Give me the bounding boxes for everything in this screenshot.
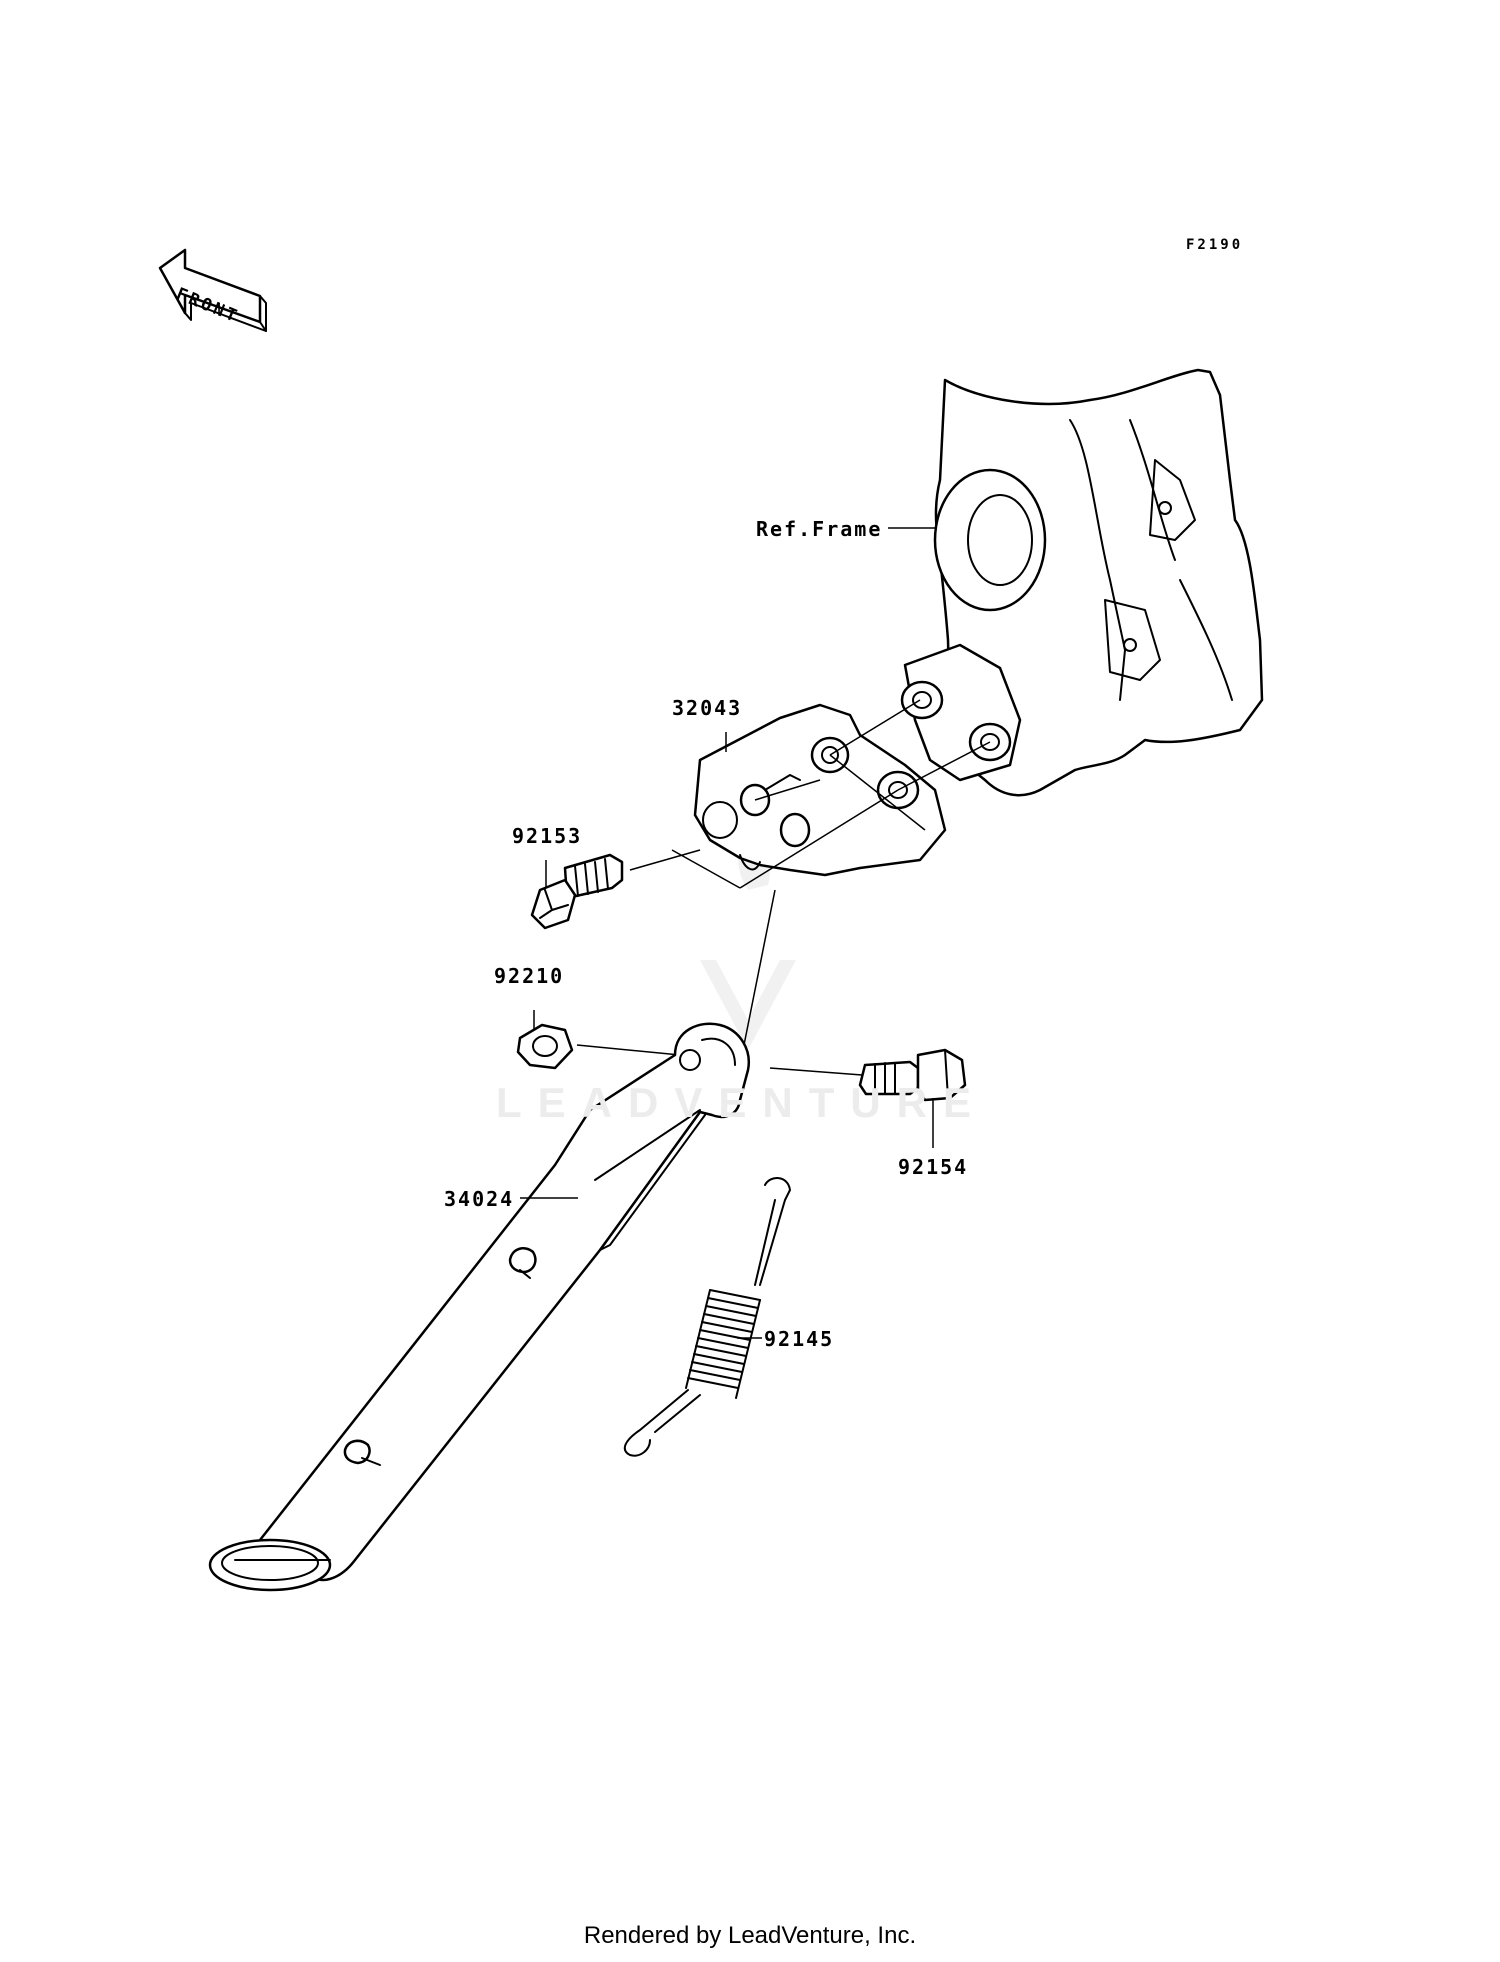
frame-outline [900,368,1264,797]
front-arrow [158,248,267,332]
label-leaders [520,527,935,1339]
bolt-92154 [858,1048,967,1102]
label-32043: 32043 [672,696,743,720]
label-ref-frame: Ref.Frame [756,517,883,541]
nut-92210 [516,1023,574,1070]
label-92145: 92145 [764,1327,835,1351]
watermark-text: LEADVENTURE [496,1079,988,1126]
side-stand-34024 [208,1022,750,1592]
label-34024: 34024 [444,1187,515,1211]
footer-credit: Rendered by LeadVenture, Inc. [583,1922,917,1949]
assembly-guide-lines [576,699,991,1076]
bolt-92153 [530,853,624,930]
label-92153: 92153 [512,824,583,848]
label-92210: 92210 [494,964,565,988]
bracket-32043 [693,703,947,877]
figure-code: F2190 [1186,237,1244,253]
spring-92145 [623,1177,791,1457]
label-92154: 92154 [898,1155,969,1179]
